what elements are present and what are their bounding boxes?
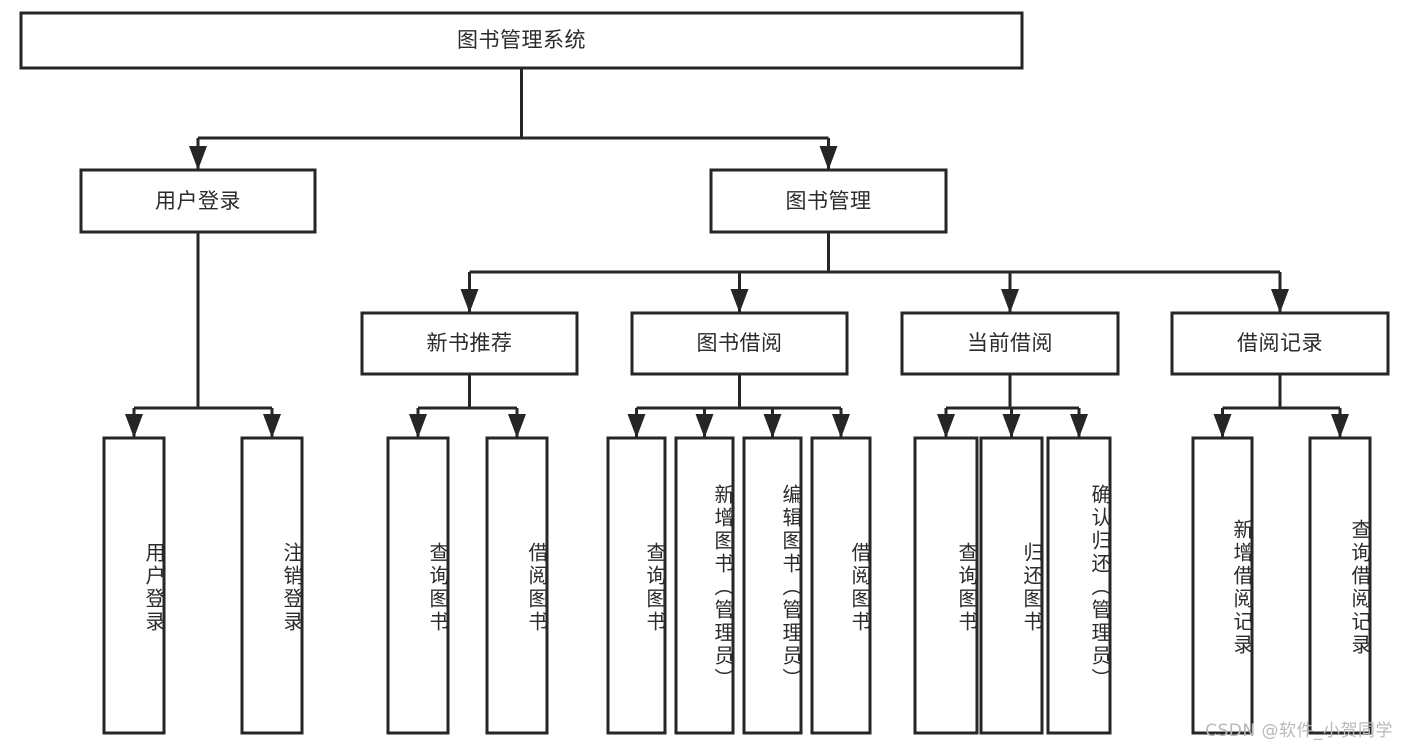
arrow-head-borrow-record-1 — [1331, 414, 1349, 438]
arrow-head-book-management-1 — [730, 289, 749, 313]
arrow-head-book-borrow-2 — [763, 414, 782, 438]
arrow-head-new-book-recommend-0 — [409, 414, 427, 438]
arrow-head-book-management-3 — [1271, 289, 1289, 313]
node-box-leaf-edit-book-admin[interactable] — [742, 436, 803, 735]
node-box-leaf-query-book-borrow[interactable] — [606, 436, 667, 735]
arrow-head-user-login-1 — [263, 414, 281, 438]
node-box-leaf-user-login[interactable] — [102, 436, 166, 735]
node-box-borrow-record[interactable] — [1170, 311, 1390, 376]
node-box-layer — [19, 11, 1390, 735]
node-box-leaf-add-book-admin[interactable] — [674, 436, 735, 735]
node-box-leaf-confirm-return-admin[interactable] — [1046, 436, 1112, 735]
node-box-leaf-add-borrow-record[interactable] — [1191, 436, 1254, 735]
arrow-head-root-1 — [819, 146, 838, 170]
node-box-leaf-borrow-book[interactable] — [810, 436, 872, 735]
arrow-head-book-management-0 — [460, 289, 479, 313]
node-box-leaf-query-borrow-record[interactable] — [1308, 436, 1372, 735]
arrow-head-book-borrow-1 — [695, 414, 714, 438]
arrow-head-book-borrow-0 — [627, 414, 646, 438]
node-box-book-borrow[interactable] — [630, 311, 849, 376]
node-box-leaf-query-book-rec[interactable] — [386, 436, 450, 735]
arrow-head-borrow-record-0 — [1213, 414, 1232, 438]
arrow-head-current-borrow-2 — [1070, 414, 1088, 438]
node-box-leaf-logout[interactable] — [240, 436, 304, 735]
node-box-leaf-borrow-book-rec[interactable] — [485, 436, 549, 735]
node-box-book-management[interactable] — [709, 168, 948, 234]
arrow-head-book-borrow-3 — [832, 414, 850, 438]
node-box-leaf-query-book-current[interactable] — [913, 436, 979, 735]
node-box-new-book-recommend[interactable] — [360, 311, 579, 376]
connector-layer — [125, 68, 1349, 438]
node-box-current-borrow[interactable] — [900, 311, 1120, 376]
arrow-head-current-borrow-0 — [937, 414, 955, 438]
arrow-head-user-login-0 — [125, 414, 143, 438]
arrow-head-book-management-2 — [1001, 289, 1019, 313]
arrow-head-current-borrow-1 — [1002, 414, 1021, 438]
arrow-head-root-0 — [189, 146, 207, 170]
arrow-head-new-book-recommend-1 — [508, 414, 526, 438]
node-box-user-login[interactable] — [79, 168, 317, 234]
node-box-root[interactable] — [19, 11, 1024, 70]
node-box-leaf-return-book[interactable] — [979, 436, 1044, 735]
